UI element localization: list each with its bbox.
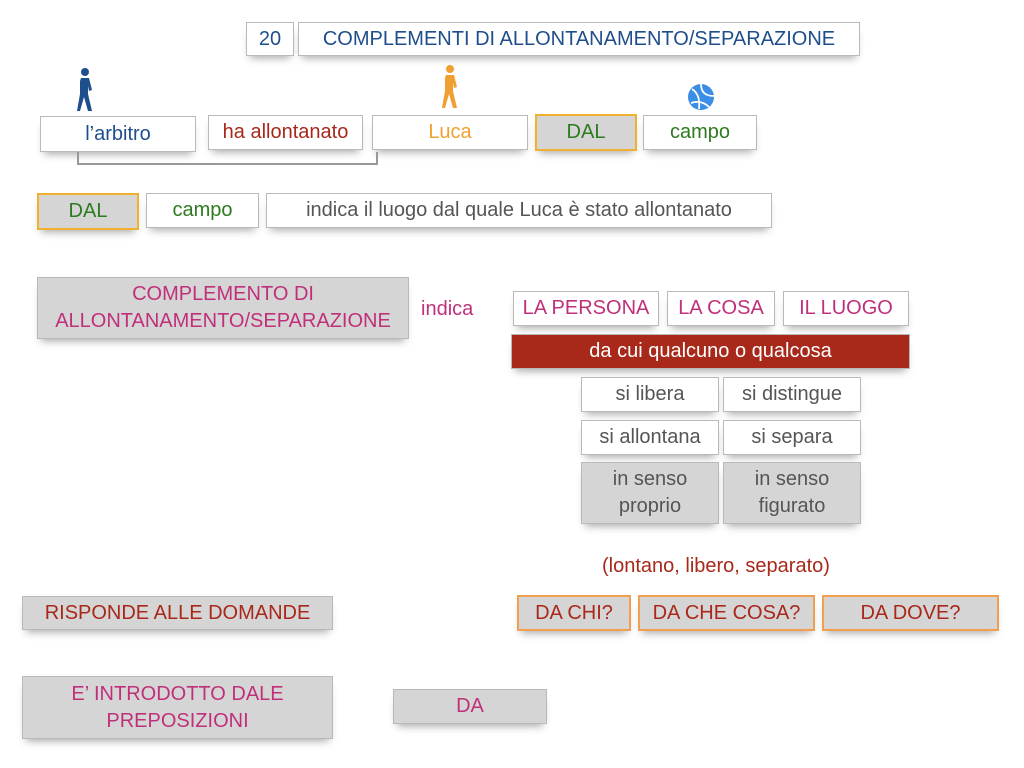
prepositions-label-line2: PREPOSIZIONI [106, 709, 249, 732]
analysis-place: campo [146, 193, 259, 228]
analysis-explanation: indica il luogo dal quale Luca è stato a… [266, 193, 772, 228]
definition-line1: COMPLEMENTO DI [132, 283, 314, 305]
question-da-dove: DA DOVE? [822, 595, 999, 631]
prepositions-label-line1: E’ INTRODOTTO DALE [71, 682, 284, 705]
question-da-che-cosa: DA CHE COSA? [638, 595, 815, 631]
target-cosa: LA COSA [667, 291, 775, 326]
verb-si-allontana: si allontana [581, 420, 719, 455]
senso-figurato: in senso figurato [723, 462, 861, 524]
senso-proprio: in senso proprio [581, 462, 719, 524]
preposition-box: DAL [535, 114, 637, 151]
senso-proprio-line2: proprio [618, 495, 682, 517]
walking-person-icon [442, 65, 457, 108]
definition-title: COMPLEMENTO DI ALLONTANAMENTO/SEPARAZIONE [37, 277, 409, 339]
verb-box: ha allontanato [208, 115, 363, 150]
verb-si-separa: si separa [723, 420, 861, 455]
subject-verb-bracket [77, 152, 378, 165]
adjectives-note: (lontano, libero, separato) [602, 555, 830, 577]
verb-si-libera: si libera [581, 377, 719, 412]
object-box: Luca [372, 115, 528, 150]
subject-box: l’arbitro [40, 116, 196, 152]
questions-label: RISPONDE ALLE DOMANDE [22, 596, 333, 630]
question-da-chi: DA CHI? [517, 595, 631, 631]
slide-title: COMPLEMENTI DI ALLONTANAMENTO/SEPARAZION… [298, 22, 860, 56]
target-persona: LA PERSONA [513, 291, 659, 326]
senso-proprio-line1: in senso [612, 468, 688, 490]
slide-number: 20 [246, 22, 294, 56]
definition-line2: ALLONTANAMENTO/SEPARAZIONE [55, 310, 391, 332]
indica-label: indica [421, 298, 474, 320]
verb-si-distingue: si distingue [723, 377, 861, 412]
analysis-preposition: DAL [37, 193, 139, 230]
place-box: campo [643, 115, 757, 150]
volleyball-icon [688, 83, 715, 110]
target-luogo: IL LUOGO [783, 291, 909, 326]
preposition-da: DA [393, 689, 547, 724]
prepositions-label: E’ INTRODOTTO DALE PREPOSIZIONI [22, 676, 333, 739]
da-cui-banner: da cui qualcuno o qualcosa [511, 334, 910, 369]
senso-figurato-line1: in senso [754, 468, 830, 490]
walking-person-icon [77, 68, 92, 111]
senso-figurato-line2: figurato [758, 495, 826, 517]
